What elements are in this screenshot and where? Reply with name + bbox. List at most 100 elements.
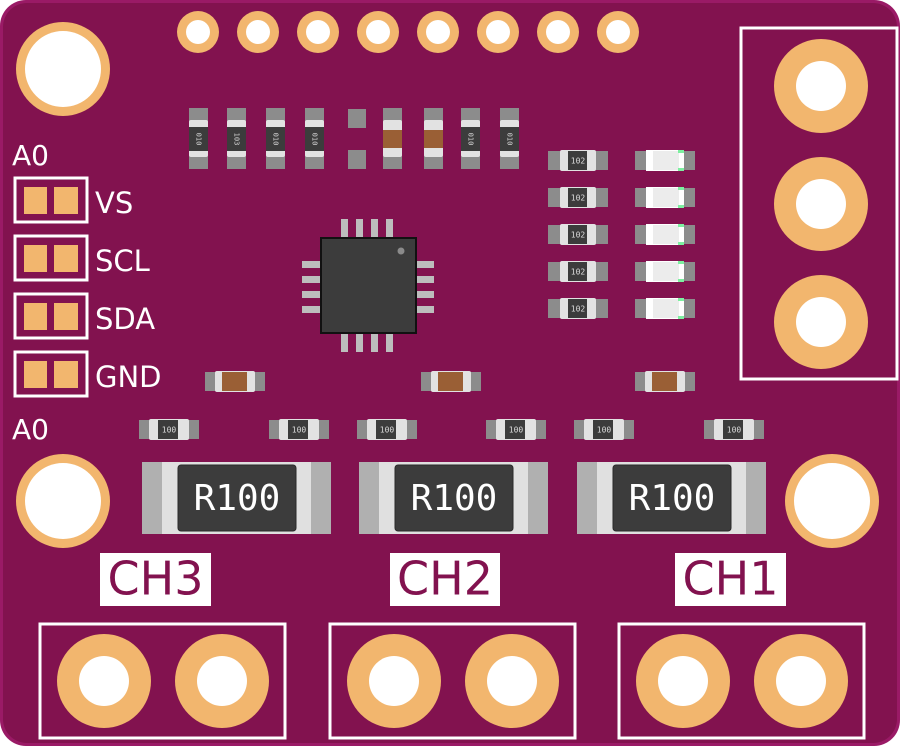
- header-pin: [417, 11, 459, 53]
- channel-label-ch1: CH1: [675, 552, 786, 606]
- header-pin: [477, 11, 519, 53]
- terminal-pin: [175, 634, 269, 728]
- filter-resistor: 100: [574, 419, 634, 440]
- led: [635, 150, 695, 171]
- capacitor: [205, 371, 265, 392]
- shunt-marking: R100: [629, 478, 716, 519]
- ic-pin: [371, 219, 378, 239]
- resistor-marking: 010: [467, 133, 475, 146]
- filter-resistor: 100: [269, 419, 329, 440]
- ic-pin: [302, 261, 322, 268]
- top-capacitor: [424, 108, 443, 169]
- ic-pin: [341, 219, 348, 239]
- led-resistor-column: 102 102 102 102 102: [548, 150, 608, 319]
- shunt-marking: R100: [411, 478, 498, 519]
- channel-label-ch3: CH3: [100, 552, 211, 606]
- channel-label-ch2: CH2: [390, 552, 500, 606]
- header-pin: [357, 11, 399, 53]
- ic-pin: [386, 330, 393, 352]
- shunt-resistor-ch1: R100: [577, 462, 766, 534]
- ic-pin: [302, 276, 322, 283]
- ic-chip: [302, 219, 434, 352]
- address-label-bottom: A0: [12, 413, 49, 446]
- resistor-marking: 102: [571, 194, 586, 203]
- channel-label-row: CH3 CH2 CH1: [100, 552, 786, 606]
- ic-pin: [341, 330, 348, 352]
- jumper-label: VS: [95, 186, 133, 220]
- led-resistor: 102: [548, 150, 608, 171]
- capacitor-row: [205, 371, 695, 392]
- resistor-marking: 010: [506, 133, 514, 146]
- jumper-label: GND: [95, 360, 162, 394]
- top-component: 010: [266, 108, 285, 169]
- ic-pin: [414, 261, 434, 268]
- shunt-resistor-row: R100 R100 R100: [142, 462, 766, 534]
- channel-label-text: CH2: [397, 552, 493, 606]
- jumper-sda[interactable]: SDA: [13, 292, 155, 340]
- ic-pin: [356, 219, 363, 239]
- top-component: 010: [189, 108, 208, 169]
- ic-pin: [302, 291, 322, 298]
- capacitor: [635, 371, 695, 392]
- ic-pin1-dot: [397, 247, 405, 255]
- terminal-pin: [465, 634, 559, 728]
- led-resistor: 102: [548, 187, 608, 208]
- resistor-marking: 100: [380, 426, 395, 435]
- resistor-marking: 102: [571, 268, 586, 277]
- jumper-vs[interactable]: VS: [13, 176, 133, 224]
- top-capacitor: [383, 108, 402, 169]
- terminal-ch2: [328, 622, 577, 740]
- filter-resistor: 100: [357, 419, 417, 440]
- right-header-pin: [774, 157, 868, 251]
- header-pin: [237, 11, 279, 53]
- resistor-marking: 102: [571, 231, 586, 240]
- led-resistor: 102: [548, 224, 608, 245]
- filter-resistor: 100: [139, 419, 199, 440]
- header-pin: [537, 11, 579, 53]
- filter-resistor-row: 100 100 100 100 100 100: [139, 419, 764, 440]
- shunt-resistor-ch2: R100: [359, 462, 548, 534]
- shunt-marking: R100: [194, 478, 281, 519]
- led: [635, 224, 695, 245]
- top-component: 103: [227, 108, 246, 169]
- ic-pin: [302, 306, 322, 313]
- top-resistor-row: 010 103 010 010 010 010: [189, 108, 519, 169]
- resistor-marking: 100: [727, 426, 742, 435]
- jumper-gnd[interactable]: GND: [13, 350, 162, 398]
- resistor-marking: 100: [597, 426, 612, 435]
- resistor-marking: 010: [272, 133, 280, 146]
- header-pin: [297, 11, 339, 53]
- led: [635, 298, 695, 319]
- ic-pin: [414, 306, 434, 313]
- terminal-pin: [754, 634, 848, 728]
- ic-pin: [371, 330, 378, 352]
- terminal-ch1: [617, 622, 866, 740]
- ic-pin: [414, 276, 434, 283]
- right-header: [739, 26, 899, 381]
- resistor-marking: 102: [571, 305, 586, 314]
- mounting-hole-left: [16, 454, 110, 548]
- top-component: 010: [500, 108, 519, 169]
- right-header-pin: [774, 39, 868, 133]
- filter-resistor: 100: [486, 419, 546, 440]
- channel-terminal-row: [38, 622, 866, 740]
- led-column: [635, 150, 695, 319]
- terminal-pin: [347, 634, 441, 728]
- jumper-scl[interactable]: SCL: [13, 234, 150, 282]
- resistor-marking: 010: [311, 133, 319, 146]
- ic-pin: [356, 330, 363, 352]
- capacitor: [421, 371, 481, 392]
- led-resistor: 102: [548, 298, 608, 319]
- top-component: 010: [461, 108, 480, 169]
- top-component: 010: [305, 108, 324, 169]
- terminal-ch3: [38, 622, 287, 740]
- resistor-marking: 010: [195, 133, 203, 146]
- ic-pin: [414, 291, 434, 298]
- jumper-label: SDA: [95, 302, 155, 336]
- resistor-marking: 100: [509, 426, 524, 435]
- header-pin: [177, 11, 219, 53]
- top-component: [348, 109, 366, 169]
- header-pin: [597, 11, 639, 53]
- address-label-top: A0: [12, 139, 49, 172]
